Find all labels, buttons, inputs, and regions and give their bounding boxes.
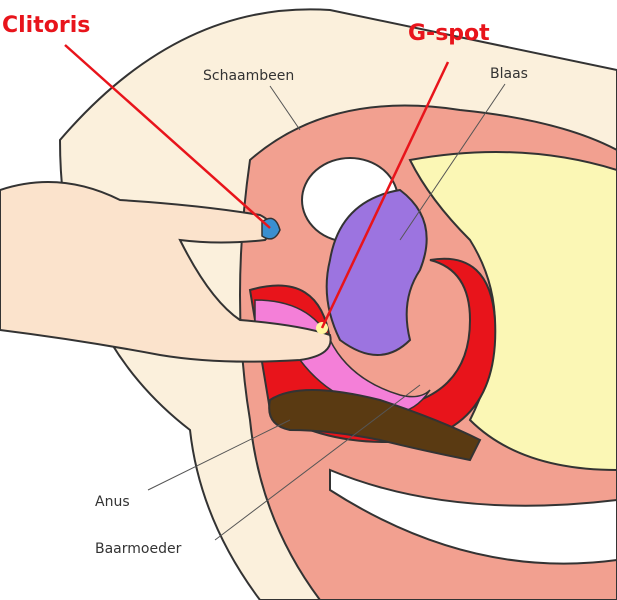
pubic-bone-label: Schaambeen xyxy=(203,68,294,84)
bladder-pointer xyxy=(399,83,506,241)
anus-label: Anus xyxy=(95,494,130,510)
gspot-label: G-spot xyxy=(408,21,490,46)
hand xyxy=(0,181,332,363)
gspot-pointer xyxy=(320,61,450,329)
bladder xyxy=(325,188,428,356)
clitoris-pointer xyxy=(64,44,271,229)
pubic-bone-pointer xyxy=(269,85,301,131)
uterus-label: Baarmoeder xyxy=(95,541,182,557)
anus-pointer xyxy=(147,419,291,491)
uterus-pointer xyxy=(214,384,421,541)
abdominal-cavity xyxy=(408,151,617,472)
rectum xyxy=(268,389,482,462)
bladder-label: Blaas xyxy=(490,66,528,82)
clitoris-label: Clitoris xyxy=(2,13,90,38)
lower-structure xyxy=(329,468,617,565)
